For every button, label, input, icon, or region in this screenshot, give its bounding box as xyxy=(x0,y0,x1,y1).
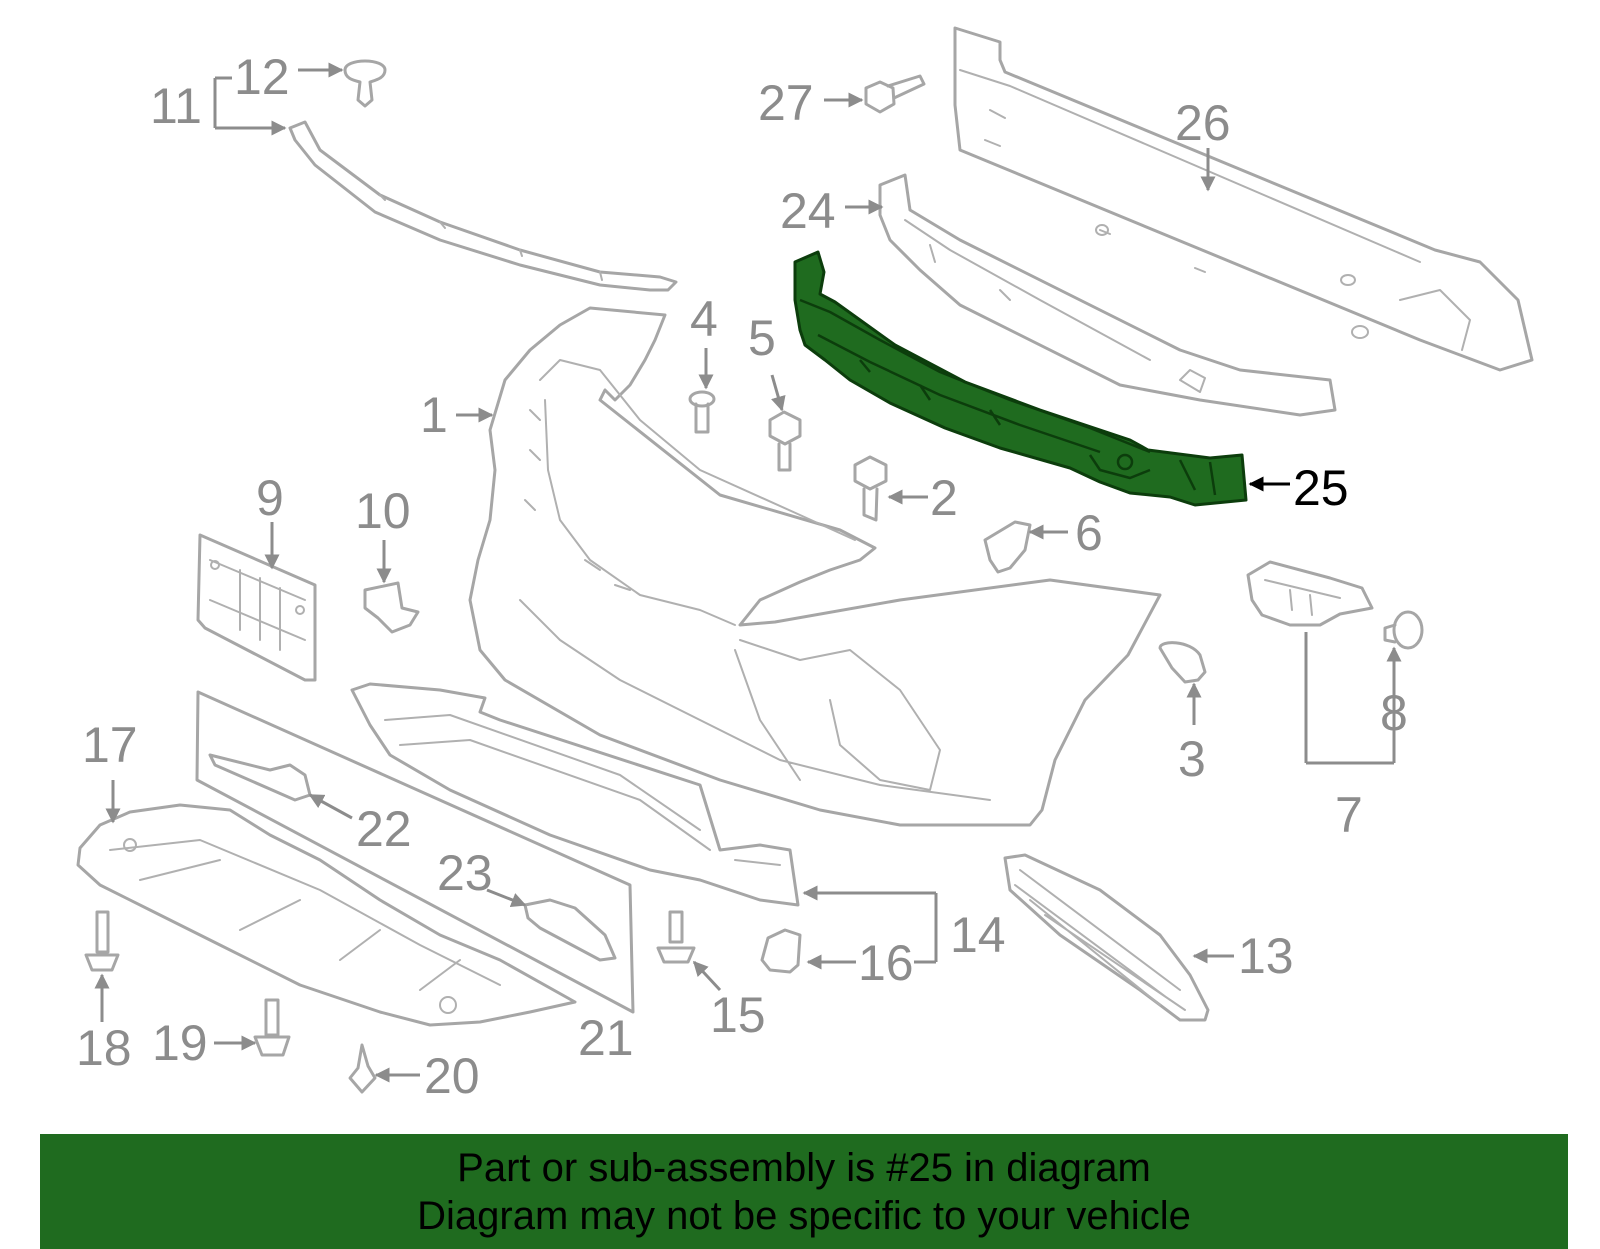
label-11: 11 xyxy=(150,78,202,134)
part-9-license-bracket[interactable] xyxy=(196,533,317,682)
label-1: 1 xyxy=(420,387,448,443)
label-6: 6 xyxy=(1075,505,1103,561)
label-9: 9 xyxy=(256,470,284,526)
part-4-fastener[interactable] xyxy=(688,390,716,434)
part-8-clip[interactable] xyxy=(1383,610,1424,650)
part-14-lower-grille[interactable] xyxy=(350,682,800,907)
label-12: 12 xyxy=(234,49,290,105)
part-5-bolt[interactable] xyxy=(768,410,802,472)
label-19: 19 xyxy=(152,1015,208,1071)
part-15-screw[interactable] xyxy=(656,910,696,964)
label-13: 13 xyxy=(1238,928,1294,984)
part-3-clip[interactable] xyxy=(1158,641,1207,684)
label-27: 27 xyxy=(758,75,814,131)
part-7-bracket[interactable] xyxy=(1246,560,1374,627)
label-18: 18 xyxy=(76,1020,132,1076)
label-22: 22 xyxy=(356,801,412,857)
part-2-bolt[interactable] xyxy=(853,455,888,522)
label-10: 10 xyxy=(355,483,411,539)
part-1-bumper-cover[interactable] xyxy=(468,306,1162,827)
label-4: 4 xyxy=(690,291,718,347)
label-8: 8 xyxy=(1380,685,1408,741)
label-15: 15 xyxy=(710,987,766,1043)
part-12-clip[interactable] xyxy=(343,59,387,108)
part-6-bracket[interactable] xyxy=(983,520,1032,574)
banner-line-2: Diagram may not be specific to your vehi… xyxy=(417,1193,1191,1238)
banner-line-1: Part or sub-assembly is #25 in diagram xyxy=(457,1145,1151,1190)
part-23-seal[interactable] xyxy=(523,898,617,962)
label-21: 21 xyxy=(578,1010,634,1066)
part-19-bolt[interactable] xyxy=(253,998,291,1057)
label-3: 3 xyxy=(1178,731,1206,787)
label-16: 16 xyxy=(858,935,914,991)
part-11-molding[interactable] xyxy=(288,120,678,292)
label-20: 20 xyxy=(424,1048,480,1104)
label-5: 5 xyxy=(748,310,776,366)
part-10-bracket[interactable] xyxy=(363,581,420,634)
leader-lines xyxy=(94,62,1402,1083)
label-14: 14 xyxy=(950,907,1006,963)
label-25: 25 xyxy=(1293,460,1349,516)
info-banner: Part or sub-assembly is #25 in diagram D… xyxy=(40,1134,1568,1249)
part-22-seal[interactable] xyxy=(208,753,312,802)
part-16-clip[interactable] xyxy=(760,928,802,974)
part-18-bolt[interactable] xyxy=(84,910,120,972)
label-26: 26 xyxy=(1175,95,1231,151)
part-labels: 11 12 27 26 24 25 1 4 5 2 6 9 10 3 8 7 1… xyxy=(76,49,1408,1104)
part-27-bolt[interactable] xyxy=(864,74,926,114)
label-23: 23 xyxy=(437,845,493,901)
label-2: 2 xyxy=(930,470,958,526)
part-26-reinforcement[interactable] xyxy=(953,26,1534,372)
label-17: 17 xyxy=(82,717,138,773)
part-20-clip[interactable] xyxy=(348,1043,377,1094)
part-13-grille[interactable] xyxy=(1003,853,1210,1022)
part-21-panel[interactable] xyxy=(195,690,635,1014)
part-24-bracket[interactable] xyxy=(878,173,1337,417)
label-24: 24 xyxy=(780,183,836,239)
part-17-undercover[interactable] xyxy=(76,803,577,1027)
label-7: 7 xyxy=(1335,787,1363,843)
part-25-highlighted[interactable] xyxy=(793,250,1248,507)
